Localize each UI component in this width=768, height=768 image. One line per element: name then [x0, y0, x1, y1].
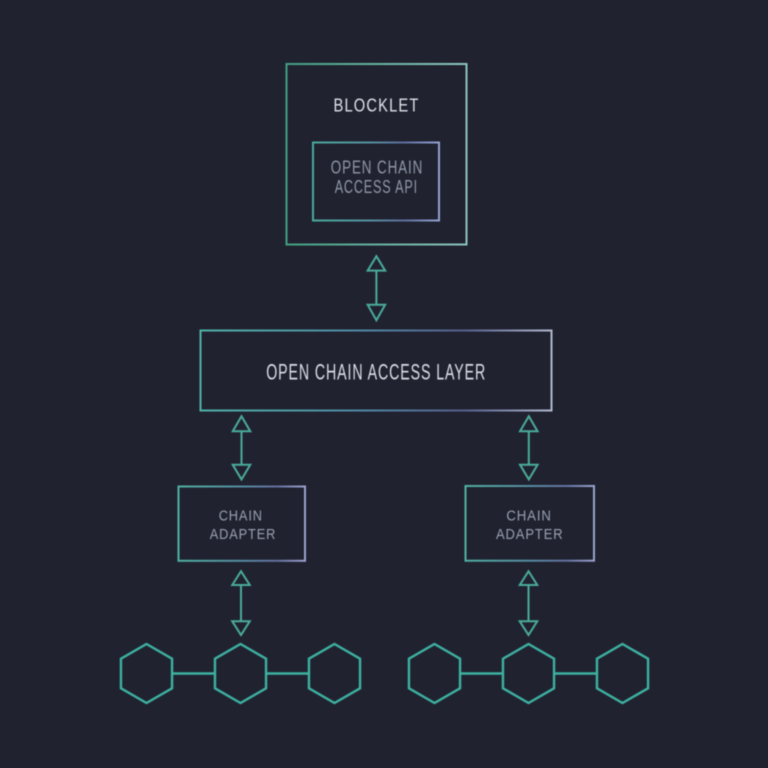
svg-text:ADAPTER: ADAPTER	[496, 527, 564, 543]
svg-text:CHAIN: CHAIN	[506, 509, 551, 525]
svg-text:OPEN CHAIN: OPEN CHAIN	[331, 158, 423, 178]
svg-text:CHAIN: CHAIN	[219, 509, 263, 525]
svg-text:ACCESS API: ACCESS API	[335, 177, 418, 197]
svg-text:BLOCKLET: BLOCKLET	[334, 96, 420, 116]
svg-text:OPEN CHAIN ACCESS LAYER: OPEN CHAIN ACCESS LAYER	[266, 359, 486, 384]
svg-text:ADAPTER: ADAPTER	[210, 527, 276, 543]
